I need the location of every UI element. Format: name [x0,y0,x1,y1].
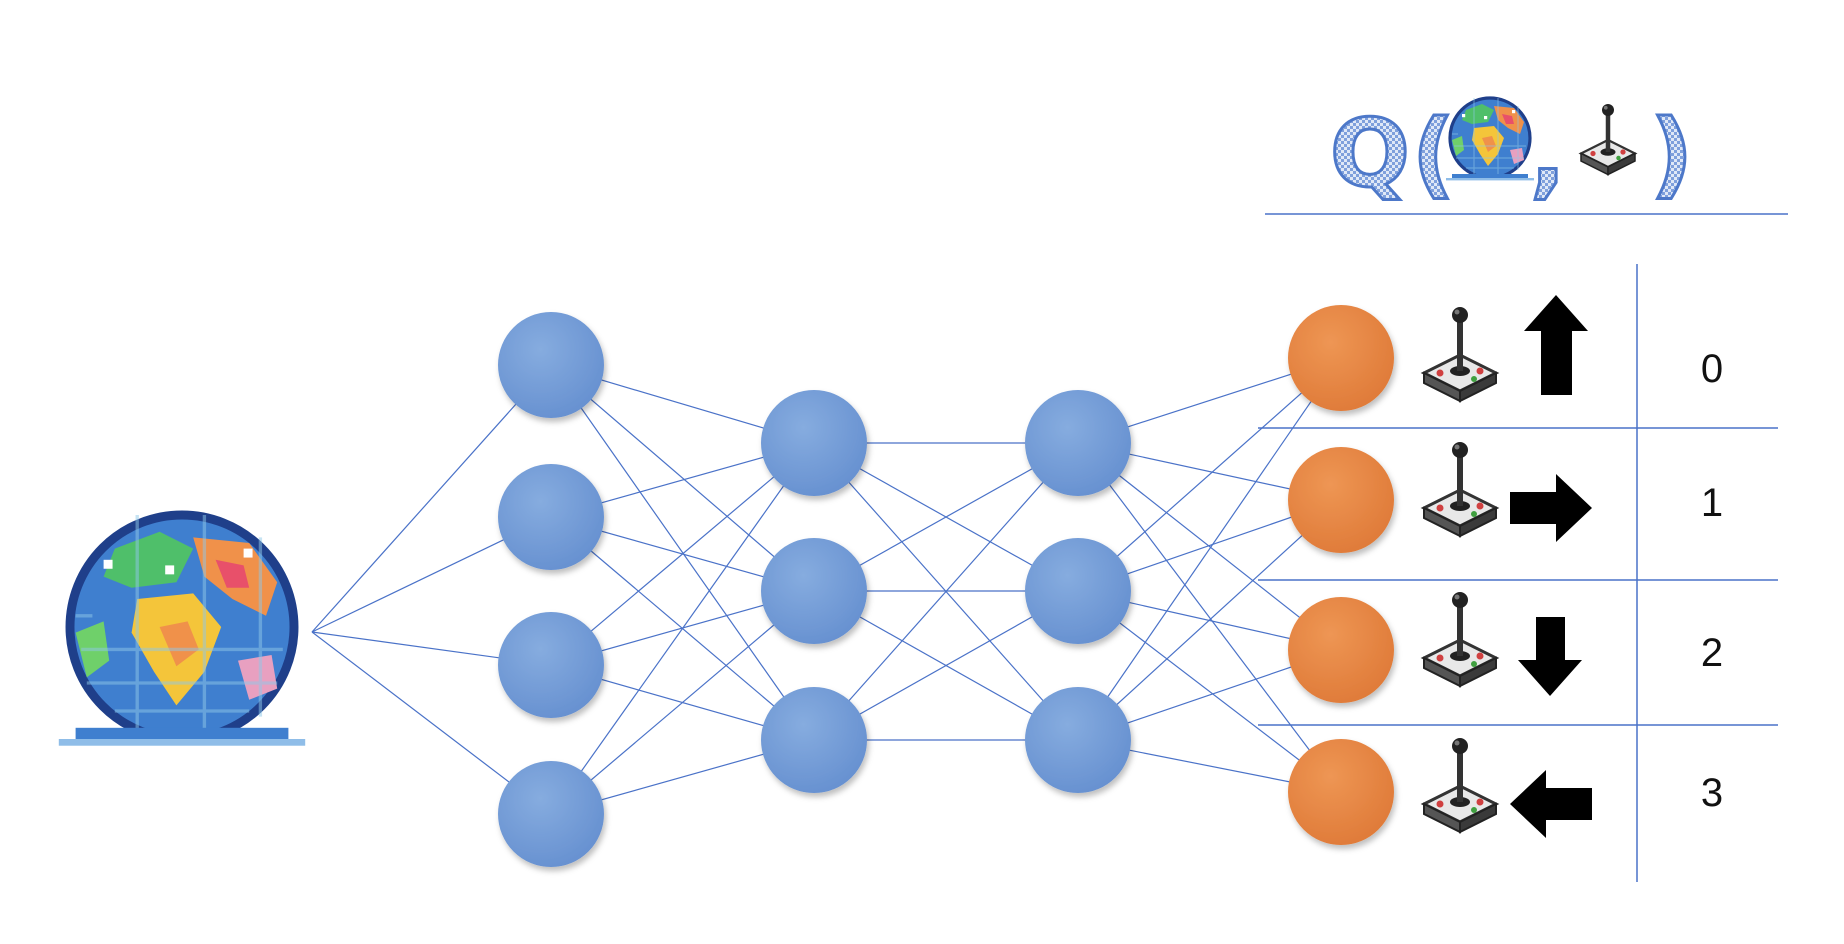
output-node-0 [1288,305,1394,411]
action-row-left: 3 [1422,736,1723,838]
edge [1077,499,1342,741]
hidden-node-l1-2 [498,612,604,718]
q-letter: Q [1330,100,1410,209]
action-row-down: 2 [1422,590,1723,696]
joystick-icon [1422,590,1498,688]
edge [1077,357,1342,592]
joystick-icon [1422,305,1498,403]
title-joystick-icon [1579,102,1637,176]
right-arrow-icon [1510,474,1592,542]
output-node-1 [1288,447,1394,553]
action-value-3: 3 [1701,771,1723,815]
hidden-node-l1-1 [498,464,604,570]
action-row-up: 0 [1422,295,1723,403]
action-value-0: 0 [1701,347,1723,391]
left-arrow-icon [1510,770,1592,838]
hidden-node-l2-1 [761,538,867,644]
edge [1077,442,1342,793]
edge [813,442,1079,741]
network-nodes [498,305,1394,867]
action-row-right: 1 [1422,440,1723,542]
title-globe-icon [1444,96,1536,182]
comma: , [1530,100,1566,209]
hidden-node-l3-2 [1025,687,1131,793]
input-state-globe-icon [59,515,305,746]
edge [550,590,815,815]
hidden-node-l2-0 [761,390,867,496]
edge [1077,442,1342,651]
output-node-2 [1288,597,1394,703]
hidden-node-l1-0 [498,312,604,418]
edge [550,364,815,592]
up-arrow-icon [1524,295,1588,395]
joystick-icon [1422,736,1498,834]
q-function-title: Q ( , ) [1329,96,1694,211]
edge [550,364,815,741]
action-value-2: 2 [1701,631,1723,675]
hidden-node-l1-3 [498,761,604,867]
hidden-node-l3-1 [1025,538,1131,644]
edge [1077,590,1342,793]
action-value-1: 1 [1701,481,1723,525]
hidden-node-l3-0 [1025,390,1131,496]
output-node-3 [1288,739,1394,845]
edge [1077,357,1342,741]
joystick-icon [1422,440,1498,538]
close-paren: ) [1650,100,1693,209]
edge [550,442,815,666]
edge [311,364,552,633]
action-table-lines [1258,264,1778,882]
open-paren: ( [1412,100,1455,209]
down-arrow-icon [1518,617,1582,696]
edge [550,442,815,815]
hidden-node-l2-2 [761,687,867,793]
